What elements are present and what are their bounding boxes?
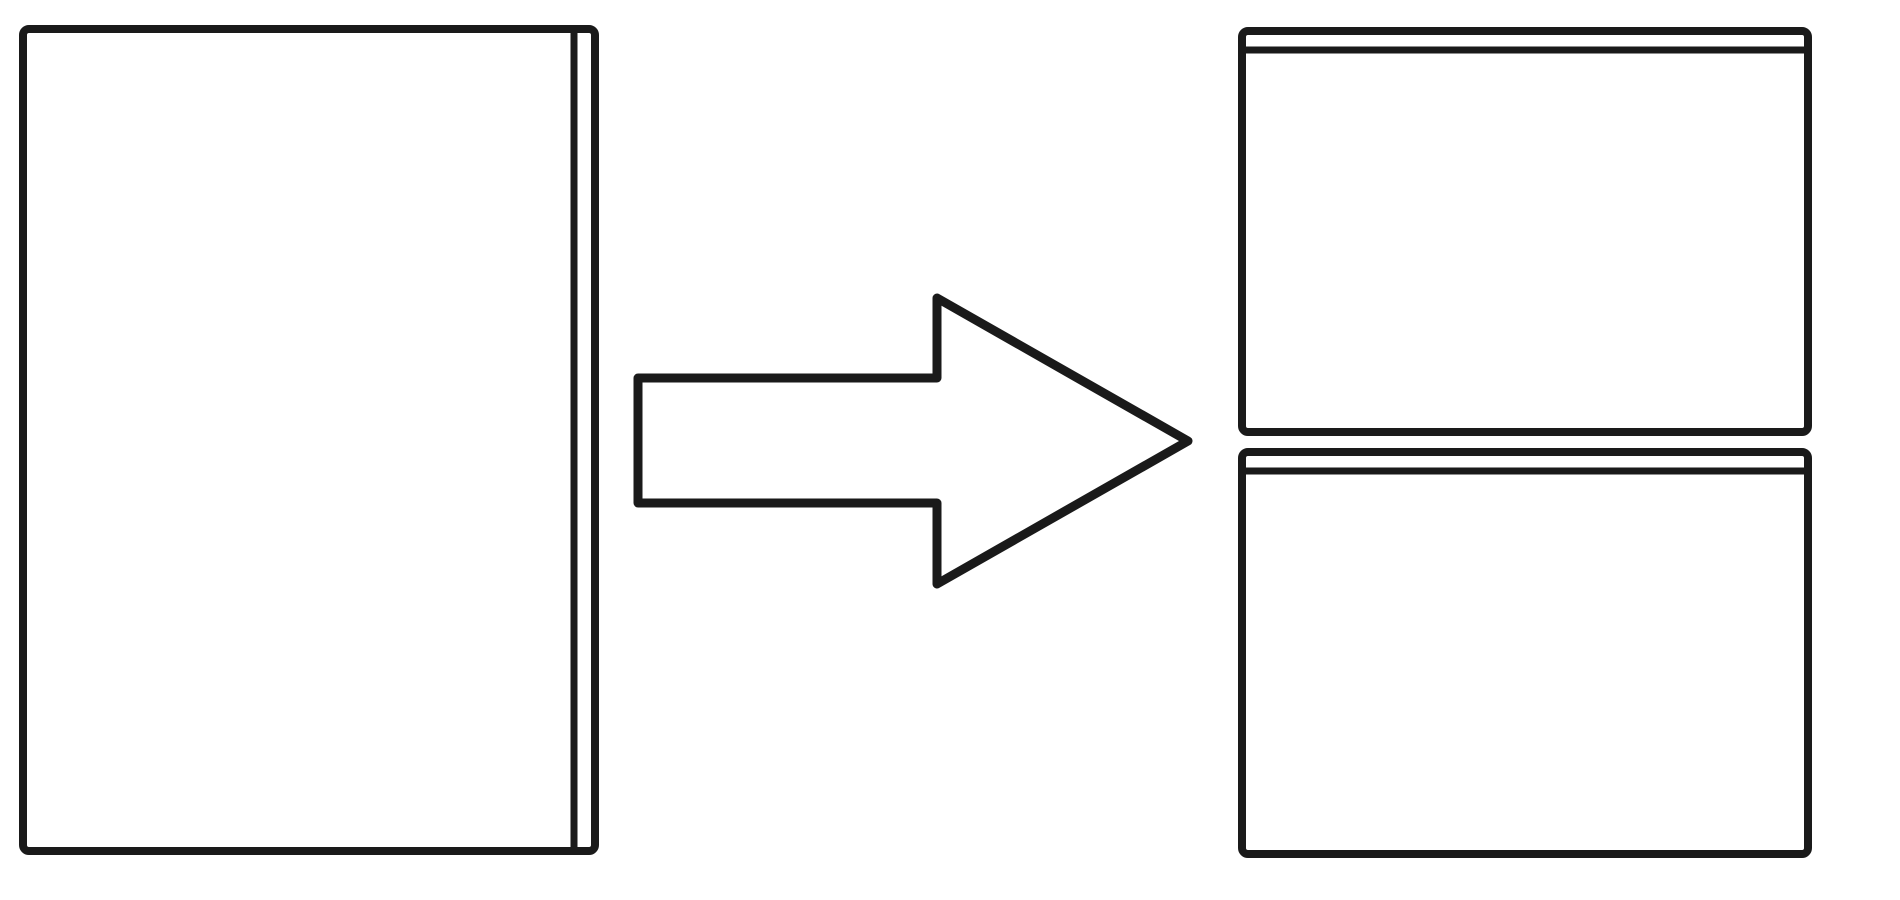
source-panel [19,25,599,855]
right-arrow-icon [633,293,1193,589]
transform-arrow [633,293,1193,589]
result-panel-top [1238,27,1812,436]
result-panels [1238,27,1812,858]
result-panel-bottom-outline [1238,448,1812,858]
result-panel-top-outline [1238,27,1812,436]
result-panel-bottom [1238,448,1812,858]
source-panel-outline [19,25,599,855]
